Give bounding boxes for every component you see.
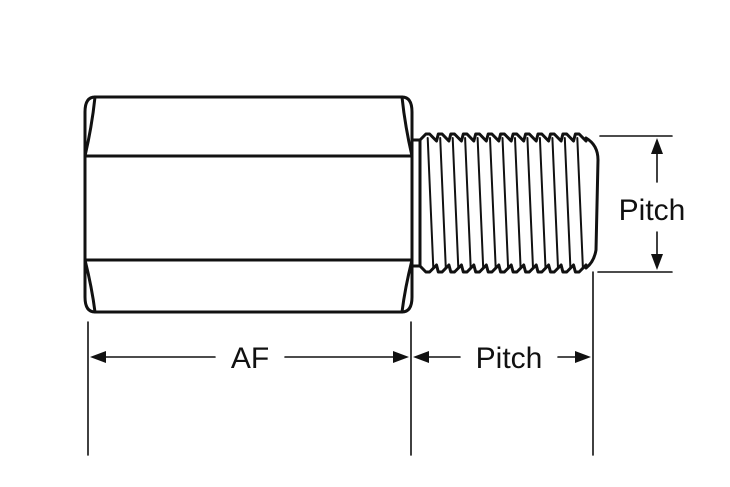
thread-lines [426,137,584,269]
thread-line [426,137,435,269]
stud-neck [410,138,422,268]
length-pitch-arrow-left [413,351,429,363]
extension-lines [87,135,673,456]
hex-chamfer-right-bottom [400,258,414,314]
af-dimension: AF [90,342,409,375]
length-pitch-label: Pitch [476,342,543,375]
thread-line [538,137,547,269]
thread-line [551,137,559,269]
hex-body-outline [83,95,414,314]
threaded-stud [410,132,600,274]
af-arrow-right [393,351,409,363]
af-label: AF [231,342,269,375]
diameter-pitch-dimension: Pitch [619,138,686,270]
hex-chamfer-left-top [83,95,97,158]
diameter-pitch-label: Pitch [619,194,686,227]
stud-top-edge [418,132,588,143]
thread-line [476,137,485,269]
thread-line [439,137,447,269]
thread-line [501,137,510,269]
thread-line [526,137,534,269]
diameter-pitch-arrow-bottom [651,254,663,270]
hex-chamfer-left-bottom [83,258,97,314]
length-pitch-dimension: Pitch [413,342,591,375]
thread-line [563,137,572,269]
length-pitch-arrow-right [575,351,591,363]
thread-line [576,137,584,269]
thread-line [451,137,460,269]
diameter-pitch-arrow-top [651,138,663,154]
stud-end [584,136,600,270]
hex-body [83,95,414,314]
thread-line [514,137,522,269]
hex-chamfer-right-top [400,95,414,158]
thread-line [489,137,497,269]
af-arrow-left [90,351,106,363]
thread-line [464,137,472,269]
